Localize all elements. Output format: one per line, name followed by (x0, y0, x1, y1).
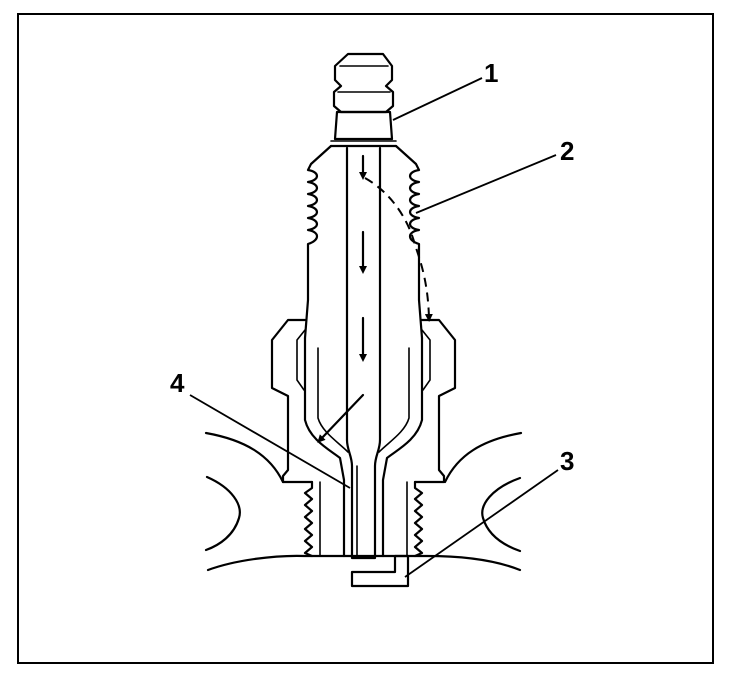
current-flow-arrows (317, 154, 367, 443)
center-electrode (345, 146, 382, 560)
terminal-nut (332, 52, 395, 114)
insulator (303, 144, 424, 340)
leader-4 (189, 394, 351, 489)
leader-3 (404, 469, 559, 578)
insulator-nose (303, 336, 424, 558)
cylinder-head (204, 431, 523, 572)
callout-1: 1 (484, 58, 498, 88)
callout-2: 2 (560, 136, 574, 166)
terminal-collar (329, 110, 398, 148)
ground-electrode (350, 554, 410, 588)
shell-threads (303, 480, 424, 558)
leader-2 (415, 154, 557, 214)
callout-leaders (189, 77, 559, 578)
leader-1 (392, 77, 483, 121)
metal-shell (270, 318, 457, 484)
callout-4: 4 (170, 368, 185, 398)
flow-arrow-4 (317, 393, 365, 443)
diagram-frame (17, 13, 714, 664)
callout-3: 3 (560, 446, 574, 476)
